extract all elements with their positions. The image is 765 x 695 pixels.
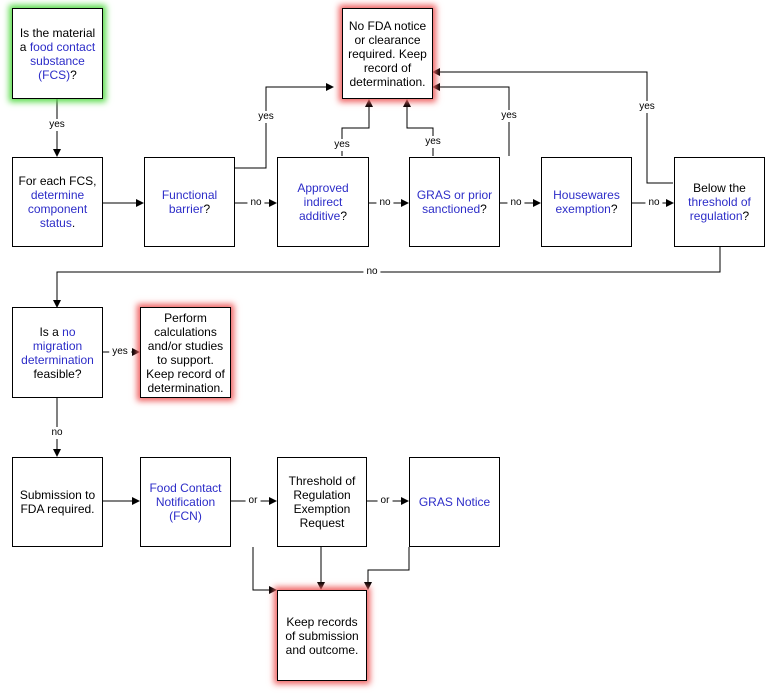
node-gras-notice: GRAS Notice [409,457,500,547]
node-housewares-exemption: Housewares exemption? [541,157,632,247]
node-is-fcs: Is the material a food contact substance… [12,8,103,99]
link-threshold-of-regulation[interactable]: threshold of regulation [688,195,751,223]
edge-label-no: no [645,197,663,209]
edge-label-no: no [363,266,381,278]
node-food-contact-notification: Food Contact Notification (FCN) [140,457,231,547]
node-no-fda-notice: No FDA notice or clearance required. Kee… [342,8,433,99]
link-food-contact-substance[interactable]: food contact substance (FCS) [29,39,96,82]
link-determine-component-status[interactable]: determine component status [27,188,88,230]
edge-label-yes: yes [109,346,131,358]
node-gras-prior-sanctioned: GRAS or prior sanctioned? [409,157,500,247]
link-no-migration-determination[interactable]: no migration determination [21,324,94,367]
node-functional-barrier: Functional barrier? [144,157,235,247]
edge-label-or: or [245,495,261,507]
link-gras-notice[interactable]: GRAS Notice [418,495,491,509]
edge-label-no: no [247,197,265,209]
edge-label-or: or [377,495,393,507]
edge-label-yes: yes [46,119,68,131]
node-perform-calculations: Perform calculations and/or studies to s… [140,307,231,398]
link-approved-indirect-additive[interactable]: Approved indirect additive [297,181,349,223]
link-housewares-exemption[interactable]: Housewares exemption [553,188,620,216]
node-keep-records-submission: Keep records of submission and outcome. [277,590,367,681]
node-approved-indirect-additive: Approved indirect additive? [277,157,369,247]
link-food-contact-notification[interactable]: Food Contact Notification (FCN) [149,481,222,523]
edge-label-yes: yes [255,111,277,123]
edge-label-no: no [507,197,525,209]
node-submission-required: Submission to FDA required. [12,457,103,547]
edge-label-yes: yes [498,110,520,122]
edge-label-yes: yes [331,139,353,151]
link-functional-barrier[interactable]: Functional barrier [161,188,218,216]
node-tor-exemption-request: Threshold of Regulation Exemption Reques… [277,457,367,547]
edge-label-yes: yes [636,101,658,113]
node-no-migration-determination: Is a no migration determination feasible… [12,307,103,398]
edge-label-no: no [376,197,394,209]
link-gras-prior-sanctioned[interactable]: GRAS or prior sanctioned [416,188,493,216]
node-for-each-fcs: For each FCS, determine component status… [12,157,103,247]
edge-label-yes: yes [422,136,444,148]
edge-label-no: no [48,427,66,439]
node-threshold-of-regulation: Below the threshold of regulation? [674,157,765,247]
